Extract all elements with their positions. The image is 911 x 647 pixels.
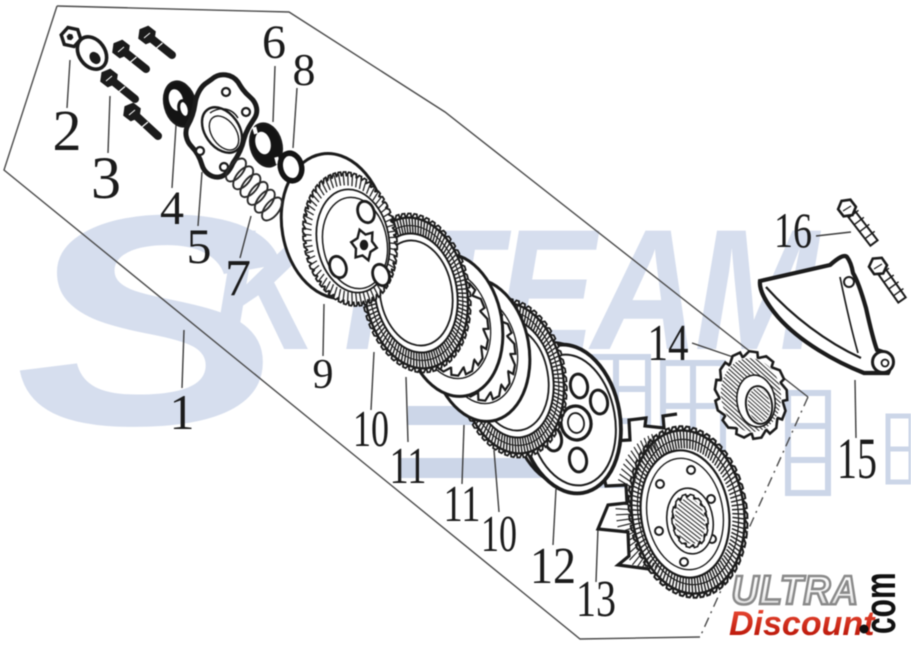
svg-text:7: 7	[225, 250, 251, 307]
svg-text:S: S	[15, 152, 287, 488]
svg-text:3: 3	[91, 145, 121, 211]
svg-text:13: 13	[576, 571, 616, 628]
svg-text:com: com	[855, 572, 904, 634]
svg-text:11: 11	[390, 438, 427, 495]
svg-text:8: 8	[293, 44, 316, 95]
svg-text:Discount: Discount	[729, 605, 876, 643]
svg-text:ULTRA: ULTRA	[731, 568, 858, 614]
svg-text:11: 11	[444, 476, 481, 533]
svg-text:2: 2	[53, 98, 82, 163]
svg-text:14: 14	[648, 315, 689, 372]
svg-text:5: 5	[187, 218, 212, 274]
svg-text:15: 15	[837, 426, 877, 491]
svg-text:6: 6	[262, 16, 286, 69]
svg-text:10: 10	[353, 401, 389, 458]
svg-text:4: 4	[160, 182, 184, 235]
svg-text:9: 9	[313, 352, 334, 398]
svg-text:1: 1	[170, 384, 195, 440]
svg-text:16: 16	[774, 202, 812, 258]
svg-text:10: 10	[481, 506, 517, 563]
svg-text:12: 12	[530, 538, 576, 595]
